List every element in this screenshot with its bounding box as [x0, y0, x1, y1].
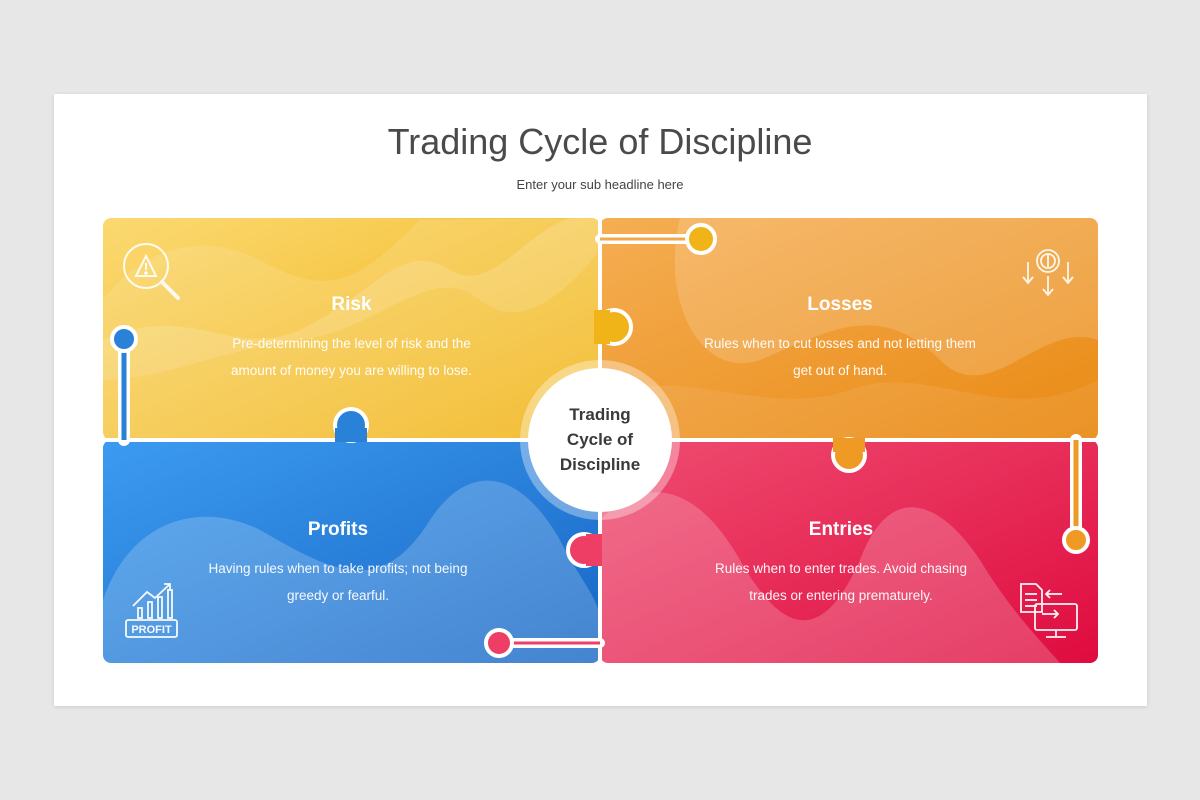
puzzle-knob-left — [110, 325, 138, 446]
center-circle — [520, 360, 680, 520]
profits-title: Profits — [307, 519, 369, 540]
quadrant-losses — [600, 218, 1098, 440]
center-line-3: Discipline — [559, 455, 641, 474]
risk-line-1: Pre-determining the level of risk and th… — [232, 336, 471, 351]
puzzle-knob-losses-entries — [831, 437, 867, 473]
profit-growth-chart-icon: PROFIT — [125, 583, 178, 638]
entries-line-1: Rules when to enter trades. Avoid chasin… — [715, 561, 967, 576]
puzzle-knob-right — [1062, 434, 1090, 554]
profits-line-2: greedy or fearful. — [286, 588, 390, 603]
risk-text: Risk Pre-determining the level of risk a… — [103, 294, 600, 384]
document-transfer-monitor-icon — [1020, 583, 1078, 638]
losses-line-2: get out of hand. — [793, 363, 887, 378]
profits-text: Profits Having rules when to take profit… — [103, 519, 573, 609]
entries-text: Entries Rules when to enter trades. Avoi… — [600, 519, 1082, 609]
quadrant-risk — [103, 218, 600, 440]
quadrant-profits — [103, 440, 600, 663]
profits-line-1: Having rules when to take profits; not b… — [208, 561, 468, 576]
center-label: Trading Cycle of Discipline — [530, 402, 670, 477]
quadrant-entries — [600, 440, 1098, 663]
center-line-2: Cycle of — [566, 430, 634, 449]
entries-title: Entries — [808, 519, 874, 540]
losses-text: Losses Rules when to cut losses and not … — [600, 294, 1080, 384]
losses-title: Losses — [807, 294, 873, 315]
profit-icon-text: PROFIT — [131, 624, 172, 636]
losses-line-1: Rules when to cut losses and not letting… — [704, 336, 976, 351]
warning-magnifier-icon — [123, 243, 180, 300]
puzzle-knob-top — [595, 223, 717, 255]
risk-line-2: amount of money you are willing to lose. — [231, 363, 472, 378]
page-subtitle: Enter your sub headline here — [516, 177, 684, 192]
page-title: Trading Cycle of Discipline — [387, 121, 813, 162]
puzzle-knob-risk-profits — [333, 407, 369, 443]
puzzle-knob-profits-entries — [566, 532, 602, 568]
puzzle-knob-bottom — [484, 628, 605, 658]
center-line-1: Trading — [569, 405, 631, 424]
risk-title: Risk — [331, 294, 372, 315]
puzzle-knob-risk-losses — [594, 308, 633, 346]
dollar-coin-down-arrows-icon — [1022, 249, 1074, 297]
entries-line-2: trades or entering prematurely. — [749, 588, 933, 603]
